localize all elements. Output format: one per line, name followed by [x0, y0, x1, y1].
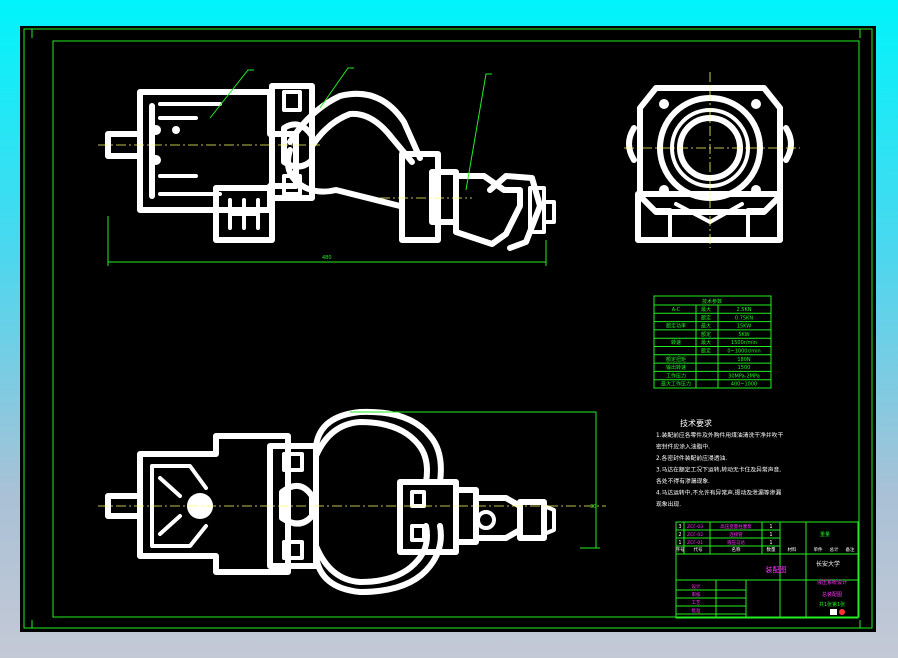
param-cell: 最大	[701, 339, 711, 346]
param-cell: 额定	[701, 331, 711, 338]
approval-label: 工艺	[692, 600, 701, 606]
param-cell: 400~1000	[731, 382, 757, 388]
projection-cone	[830, 609, 837, 615]
assembly-name: 总装配图	[822, 591, 842, 598]
requirement-line: 密封件应涂入油脂中.	[656, 443, 710, 451]
param-cell: 15KW	[737, 324, 751, 330]
dimension-label-bottom: 480	[322, 255, 332, 261]
header-cell: 总计	[830, 546, 839, 553]
param-cell: A-C	[672, 307, 681, 313]
school-name: 长安大学	[816, 560, 840, 568]
projection-symbol	[839, 609, 845, 615]
param-cell: 1500	[738, 365, 751, 371]
param-cell: 工作压力	[666, 372, 686, 379]
outer-border	[23, 28, 873, 629]
header-cell: 序号	[676, 546, 685, 553]
part-code: ZCF-03	[687, 524, 703, 530]
weight-label: 重量	[820, 531, 830, 538]
top-view: 30	[98, 408, 606, 595]
project-name: 液压系统设计	[817, 579, 847, 586]
param-cell: 额定功率	[666, 323, 686, 330]
param-cell: 额定	[701, 348, 711, 355]
param-cell: 5KW	[738, 332, 749, 338]
param-cell: 2.5KN	[737, 307, 752, 313]
param-cell: 最大工作压力	[661, 381, 691, 388]
param-cell: 输出转速	[666, 364, 686, 371]
drawing-name: 装配图	[766, 565, 787, 574]
header-cell: 名称	[732, 546, 741, 553]
header-cell: 代号	[694, 546, 703, 553]
approval-label: 审核	[692, 591, 701, 598]
param-cell: 额定	[701, 314, 711, 321]
tech-requirements-title: 技术要求	[680, 418, 712, 428]
header-cell: 材料	[788, 546, 797, 553]
param-cell: 1500r/min	[731, 340, 757, 346]
param-cell: 额定扭矩	[666, 356, 686, 363]
part-qty: 1	[769, 540, 772, 546]
param-cell: 最大	[701, 306, 711, 313]
param-cell: 30MPa-2MPa	[728, 373, 760, 379]
param-cell: 转速	[671, 339, 681, 346]
param-cell: 0.75KN	[735, 315, 753, 321]
part-code: ZCF-01	[687, 540, 703, 546]
requirement-line: 3.马达在额定工况下运转,转动无卡住及异常声音,	[656, 466, 781, 474]
requirement-line: 现象出现.	[656, 500, 681, 508]
front-view: 480	[98, 67, 556, 266]
approval-label: 设计	[692, 583, 701, 590]
header-cell: 单件	[814, 546, 823, 553]
side-view	[624, 72, 800, 248]
param-cell: 180N	[737, 357, 751, 363]
drawing-canvas: 480	[20, 26, 876, 632]
param-cell: 0~1000r/min	[727, 349, 760, 355]
part-no: 2	[678, 532, 681, 538]
requirement-line: 1.装配前应各零件及外购件用煤油清洗干净并吹干	[656, 431, 783, 439]
approval-label: 批准	[692, 607, 701, 614]
header-cell: 备注	[846, 546, 855, 553]
tech-requirements: 技术要求 1.装配前应各零件及外购件用煤油清洗干净并吹干 密封件应涂入油脂中. 2…	[656, 418, 783, 508]
param-table-title: 技术参数	[702, 298, 722, 305]
param-cell: 最大	[701, 323, 711, 330]
part-name: 连接管	[729, 531, 743, 538]
requirement-line: 4.马达运转中,不允许有异常声,振动及泄漏等渗漏	[656, 489, 781, 497]
part-name: 高压变量柱塞泵	[720, 523, 752, 530]
part-qty: 1	[769, 532, 772, 538]
part-no: 3	[678, 524, 681, 530]
requirement-line: 2.各密封件装配前应浸透油.	[656, 454, 727, 462]
part-no: 1	[678, 540, 681, 546]
sheet-count: 共1张第1张	[819, 601, 845, 608]
requirement-line: 各处不得有渗漏现象.	[656, 477, 710, 485]
part-qty: 1	[769, 524, 772, 530]
dimension-label-right: 30	[590, 504, 596, 510]
part-code: ZCF-02	[687, 532, 703, 538]
part-name: 液压马达	[727, 539, 745, 546]
cad-sheet: 480	[23, 28, 873, 629]
inner-border	[52, 40, 860, 618]
header-cell: 数量	[767, 546, 776, 553]
